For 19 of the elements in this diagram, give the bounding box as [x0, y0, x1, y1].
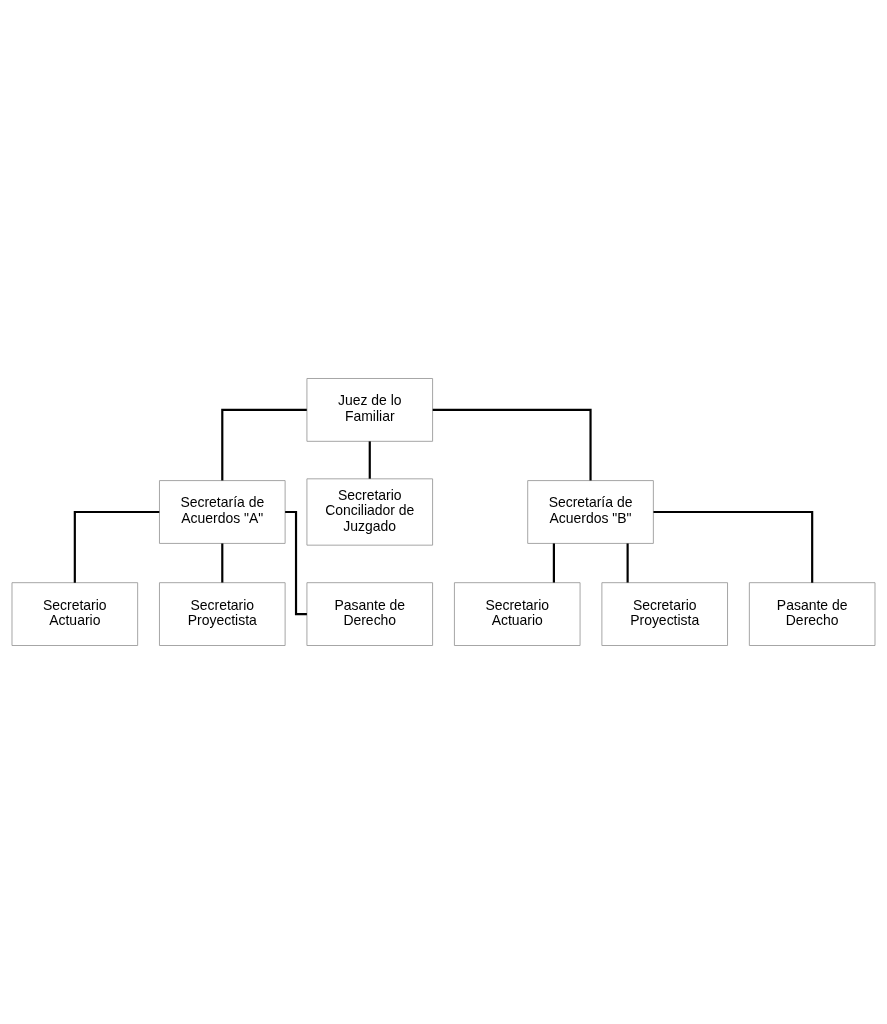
connector [552, 543, 555, 583]
node-box: Secretario Proyectista [601, 582, 728, 646]
connector [221, 543, 224, 583]
node-box: Secretario Conciliador de Juzgado [306, 478, 434, 546]
connector [432, 408, 592, 481]
node-box: Secretario Actuario [453, 582, 581, 646]
node-box: Pasante de Derecho [748, 582, 876, 646]
node-box: Secretario Actuario [11, 582, 139, 646]
connector [653, 510, 814, 583]
node-box: Juez de lo Familiar [306, 378, 434, 442]
node-box: Pasante de Derecho [306, 582, 434, 646]
node-box: Secretaría de Acuerdos "B" [527, 480, 654, 544]
connector [285, 510, 307, 616]
connector [368, 441, 371, 479]
connector [73, 510, 160, 583]
node-box: Secretaría de Acuerdos "A" [159, 480, 286, 544]
connector [221, 408, 307, 481]
node-box: Secretario Proyectista [159, 582, 286, 646]
connector [626, 543, 629, 583]
